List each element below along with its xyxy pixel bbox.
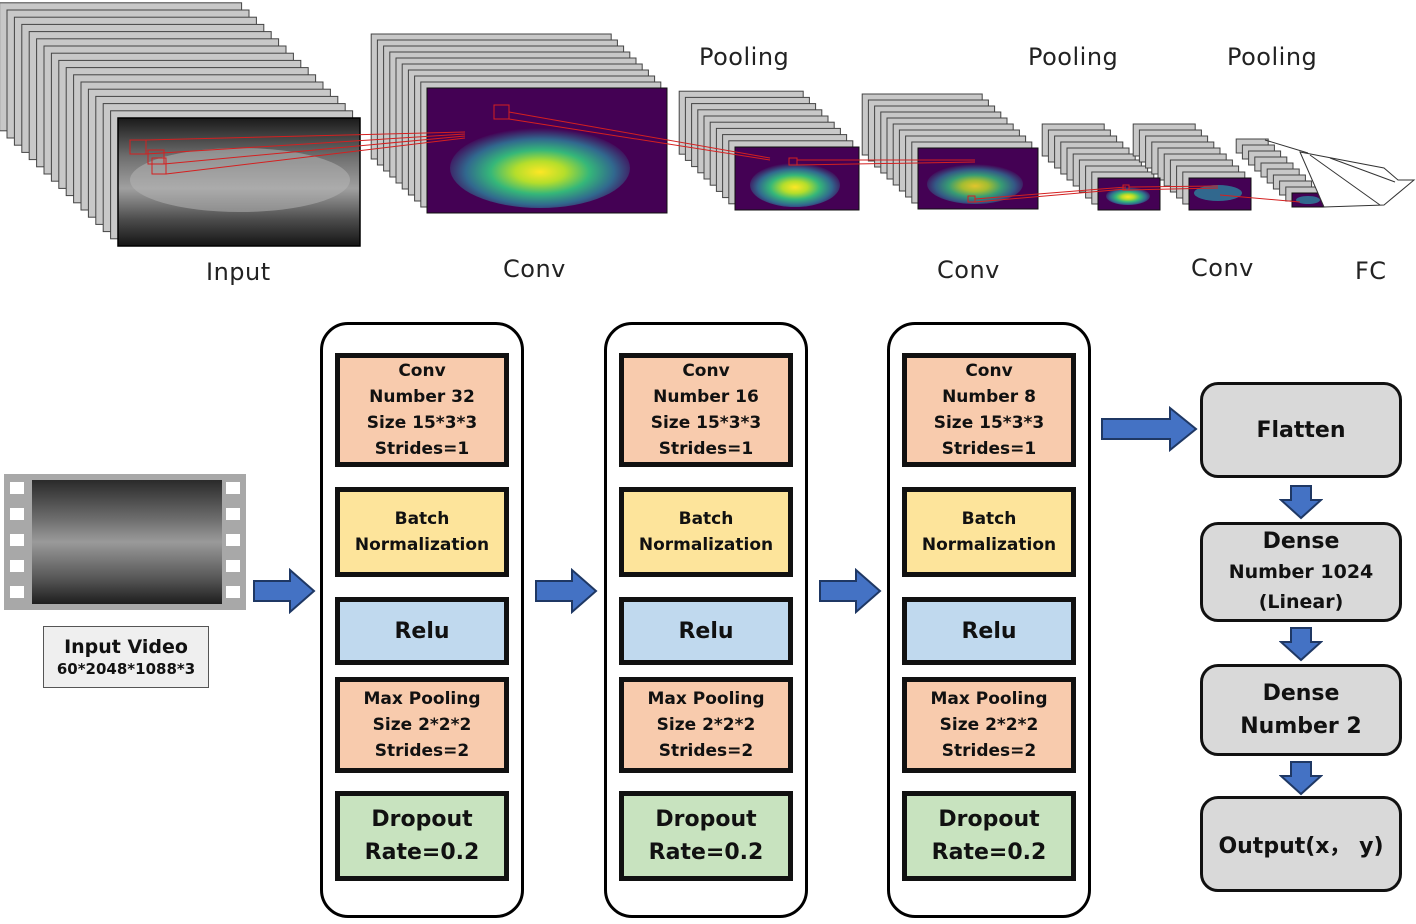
film-perforation: [226, 508, 240, 520]
arrow-right-icon: [253, 568, 316, 614]
film-perforation: [10, 534, 24, 546]
relu-layer: Relu: [335, 597, 509, 665]
fc-layer-shape: [1264, 139, 1416, 208]
relu-layer: Relu: [619, 597, 793, 665]
conv3-heatmap: [1188, 177, 1252, 211]
arrow-right-icon: [819, 568, 882, 614]
arrow-down-icon: [1279, 761, 1323, 796]
input-video-frame: [32, 480, 222, 604]
pool3-heatmap: [1291, 192, 1325, 208]
relu-layer: Relu: [902, 597, 1076, 665]
pooling-label-3: Pooling: [1227, 43, 1318, 71]
conv-label-2: Conv: [937, 256, 1000, 284]
film-perforation: [10, 560, 24, 572]
arrow-right-icon: [535, 568, 598, 614]
conv-label-1: Conv: [503, 255, 566, 283]
film-perforation: [226, 560, 240, 572]
film-perforation: [226, 482, 240, 494]
pool1-heatmap: [734, 146, 860, 211]
input-hand-shape: [130, 148, 350, 212]
input-video-dims: 60*2048*1088*3: [56, 660, 196, 678]
pooling-label-1: Pooling: [699, 43, 790, 71]
pool2-heatmap: [1097, 177, 1161, 211]
arrow-right-icon: [1101, 406, 1198, 452]
conv2-heatmap: [917, 147, 1039, 210]
conv1-heatmap: [426, 87, 668, 214]
film-perforation: [10, 508, 24, 520]
film-perforation: [226, 586, 240, 598]
input-video-title: Input Video: [64, 636, 188, 658]
conv-label-3: Conv: [1191, 254, 1254, 282]
film-perforation: [226, 534, 240, 546]
film-perforation: [10, 586, 24, 598]
arrow-down-icon: [1279, 485, 1323, 520]
dense-2-box: Dense Number 2: [1200, 664, 1402, 756]
dense-1024-box: Dense Number 1024 (Linear): [1200, 522, 1402, 622]
input-video-caption: Input Video 60*2048*1088*3: [43, 626, 209, 688]
pooling-label-2: Pooling: [1028, 43, 1119, 71]
arrow-down-icon: [1279, 627, 1323, 662]
output-box: Output(x， y): [1200, 796, 1402, 892]
input-label: Input: [206, 258, 271, 286]
film-perforation: [10, 482, 24, 494]
fc-label: FC: [1355, 257, 1387, 285]
flatten-box: Flatten: [1200, 382, 1402, 478]
cnn-architecture-illustration: [0, 2, 1416, 247]
input-video-filmstrip: [4, 474, 246, 610]
receptive-field-connectors: [129, 104, 1301, 203]
